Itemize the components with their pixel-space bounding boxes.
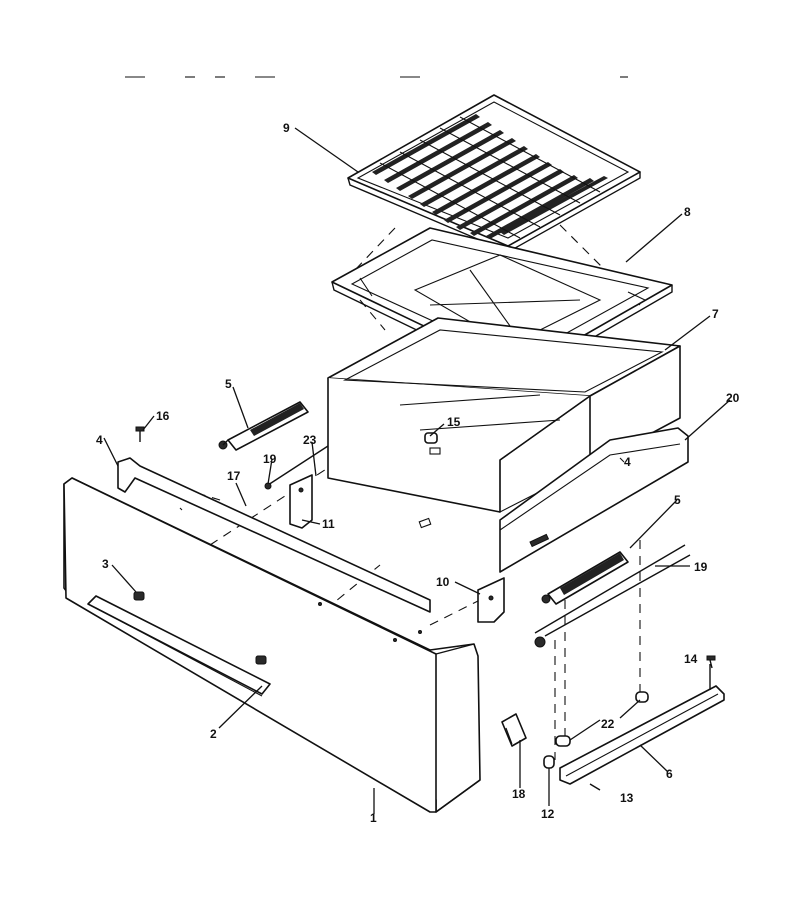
callout-6: 6 [666,767,673,781]
callout-16: 16 [156,409,170,423]
bracket-part-11 [289,474,313,529]
callout-5-lower: 5 [674,493,681,507]
leader-lines [103,127,731,814]
callout-4-left: 4 [96,433,103,447]
screw-part-14 [706,655,716,669]
bracket-part-10 [477,577,505,623]
callout-23: 23 [303,433,317,447]
screw-part-3 [133,591,267,665]
callout-18: 18 [512,787,526,801]
callout-2: 2 [210,727,217,741]
callout-8: 8 [684,205,691,219]
side-bracket-part-4 [117,457,431,613]
callout-7: 7 [712,307,719,321]
drawer-front-part-1 [63,477,481,813]
callout-20: 20 [726,391,740,405]
callout-1: 1 [370,811,377,825]
rollers-part-12-22 [543,691,649,769]
callout-13: 13 [620,791,634,805]
callouts: 9 8 7 20 5 15 16 4 23 19 4 17 5 11 3 19 … [96,121,740,825]
callout-15: 15 [447,415,461,429]
roller-spring-upper-part-5 [218,401,309,451]
clip-part-18 [501,713,527,747]
handle-part-2 [87,595,271,697]
callout-4-right: 4 [624,455,631,469]
broiler-grid-part-9 [347,94,641,253]
callout-19-upper: 19 [263,452,277,466]
roller-part-15 [424,432,441,455]
drawer-shell-part-20 [499,427,689,573]
broiler-pan-part-8 [331,227,673,381]
screw-part-13 [589,783,601,791]
callout-12: 12 [541,807,555,821]
callout-17: 17 [227,469,241,483]
grid-slots [372,114,608,239]
callout-5-upper: 5 [225,377,232,391]
callout-11: 11 [322,517,335,531]
drawer-liner-part-7 [327,317,681,529]
callout-10: 10 [436,575,450,589]
rail-part-6 [559,664,725,785]
callout-9: 9 [283,121,290,135]
roller-spring-lower-part-5 [541,551,629,605]
callout-19-lower: 19 [694,560,708,574]
callout-3: 3 [102,557,109,571]
callout-14: 14 [684,652,698,666]
callout-22: 22 [601,717,615,731]
